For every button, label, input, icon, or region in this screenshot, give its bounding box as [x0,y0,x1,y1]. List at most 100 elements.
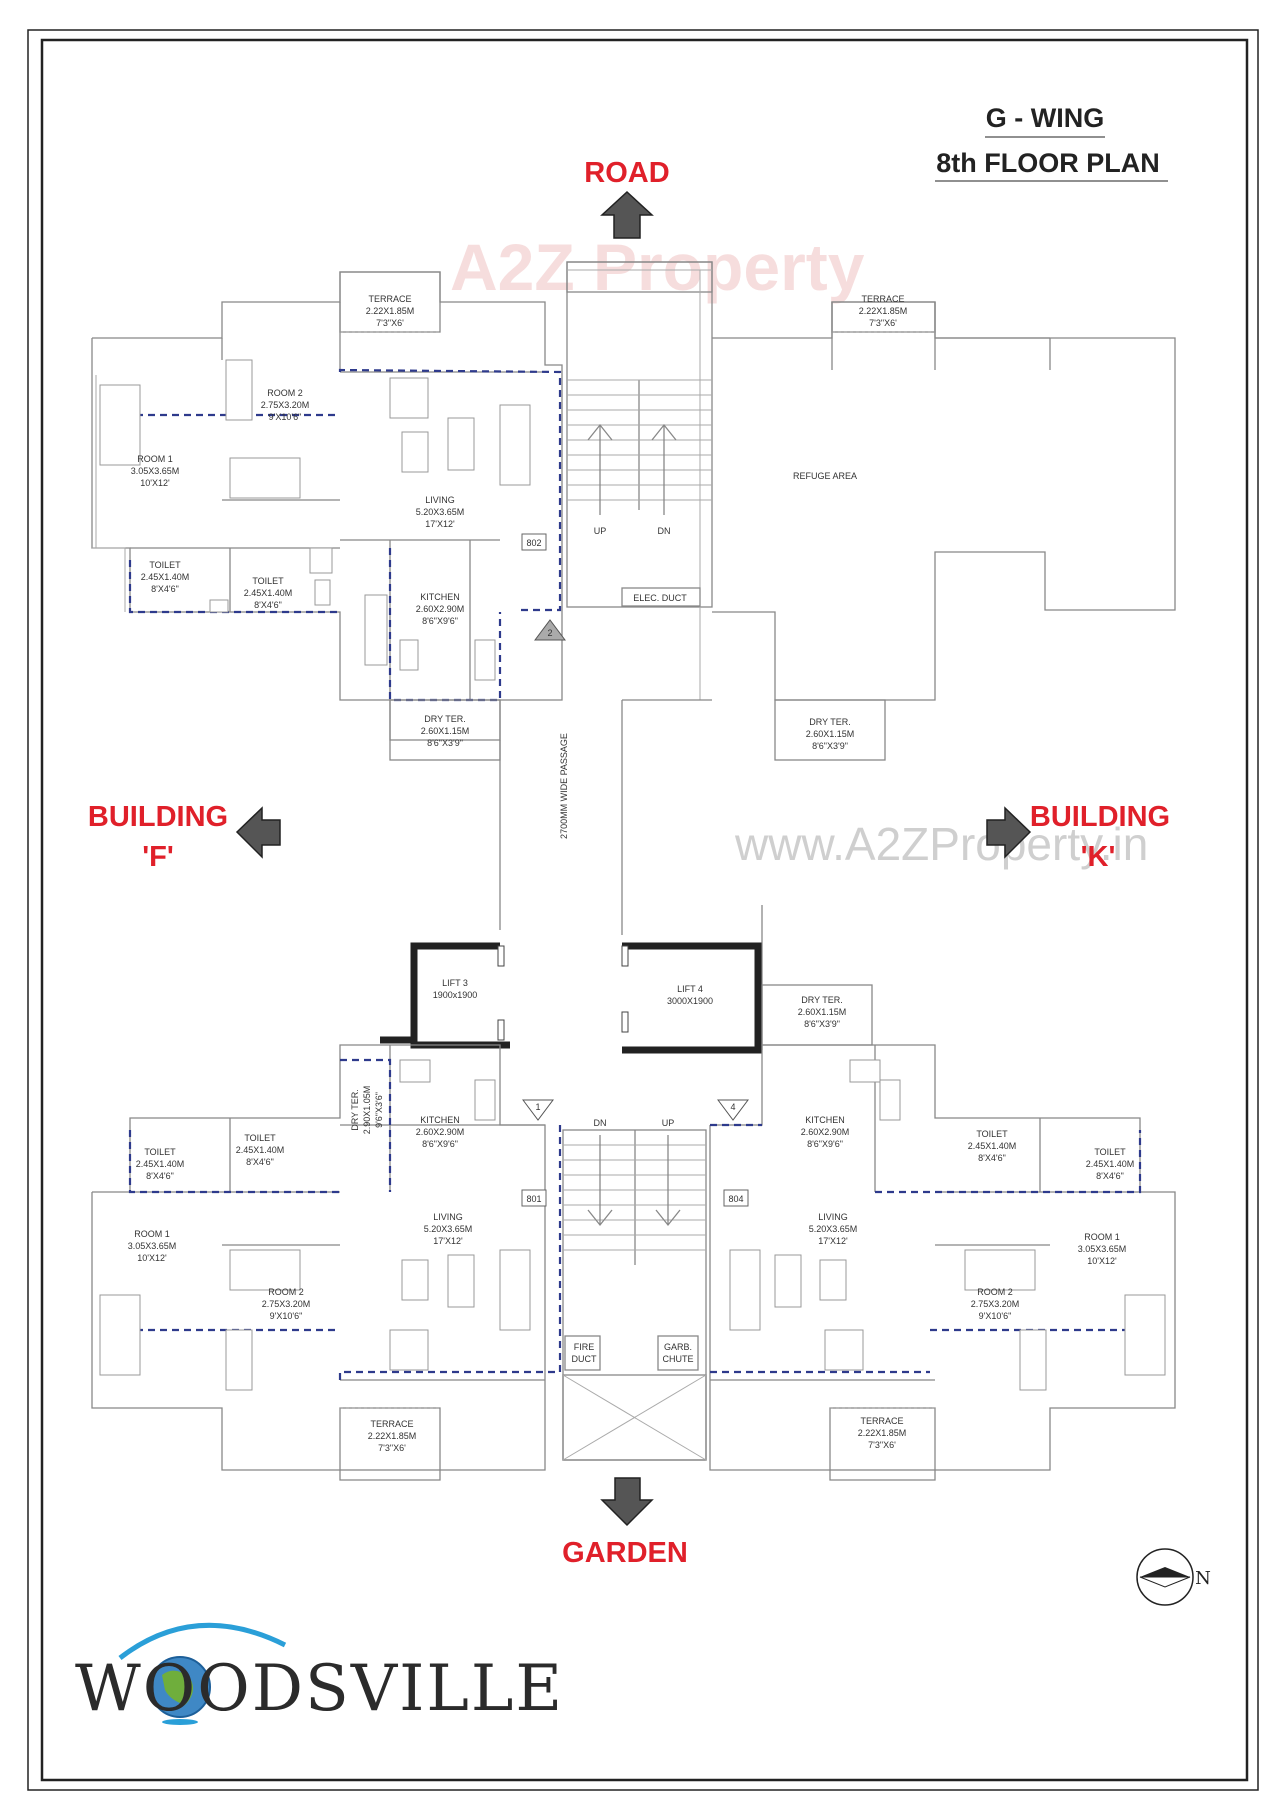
terrace-refuge-size-ft: 7'3"X6' [869,318,897,328]
kitchen-801-size-m: 2.60X2.90M [416,1127,465,1137]
toilet-802a-name: TOILET [149,560,181,570]
unit-801-tag: 1 [535,1102,540,1112]
north-compass-icon [1136,1548,1194,1606]
dry-ter-801-name: DRY TER. [350,1089,360,1131]
inner-border [40,38,1249,1782]
room1-802-size-ft: 10'X12' [140,478,170,488]
wing-title: G - WING [986,103,1104,133]
room2-804-size-m: 2.75X3.20M [971,1299,1020,1309]
toilet-802a-size-m: 2.45X1.40M [141,572,190,582]
garb-chute-label-1: GARB. [664,1342,692,1352]
room2-801-size-ft: 9'X10'6" [270,1311,303,1321]
living-804-size-m: 5.20X3.65M [809,1224,858,1234]
kitchen-801-size-ft: 8'6"X9'6" [422,1139,458,1149]
toilet-804a-name: TOILET [976,1129,1008,1139]
toilet-802b-size-ft: 8'X4'6" [254,600,282,610]
terrace-804-size-ft: 7'3"X6' [868,1440,896,1450]
room1-801-size-m: 3.05X3.65M [128,1241,177,1251]
toilet-801b-size-ft: 8'X4'6" [146,1171,174,1181]
unit-802-tag: 2 [547,628,552,638]
kitchen-804-size-m: 2.60X2.90M [801,1127,850,1137]
unit-802-labels: TERRACE 2.22X1.85M 7'3"X6' ROOM 2 2.75X3… [131,294,566,748]
dry-ter-802-size-m: 2.60X1.15M [421,726,470,736]
logo-swoosh-icon [118,1622,287,1660]
unit-801-plan [91,1044,562,1481]
lift3-size: 1900x1900 [433,990,478,1000]
unit-804-labels: DRY TER. 2.60X1.15M 8'6"X3'9" 4 KITCHEN … [717,995,1135,1450]
terrace-802-size-ft: 7'3"X6' [376,318,404,328]
dry-ter-802-size-ft: 8'6"X3'9" [427,738,463,748]
room1-802-size-m: 3.05X3.65M [131,466,180,476]
toilet-802b-size-m: 2.45X1.40M [244,588,293,598]
terrace-refuge-size-m: 2.22X1.85M [859,306,908,316]
toilet-804b-size-ft: 8'X4'6" [1096,1171,1124,1181]
toilet-801a-size-m: 2.45X1.40M [236,1145,285,1155]
building-k-label: BUILDING [1030,801,1170,833]
terrace-801-size-ft: 7'3"X6' [378,1443,406,1453]
terrace-801-size-m: 2.22X1.85M [368,1431,417,1441]
room2-801-name: ROOM 2 [268,1287,304,1297]
kitchen-804-size-ft: 8'6"X9'6" [807,1139,843,1149]
toilet-804b-name: TOILET [1094,1147,1126,1157]
room1-802-name: ROOM 1 [137,454,173,464]
bottom-stair-core: DN UP FIRE DUCT GARB. CHUTE [562,1118,707,1461]
floor-plan-title: 8th FLOOR PLAN [936,148,1160,178]
building-k-arrow-icon [986,806,1032,859]
living-802-size-m: 5.20X3.65M [416,507,465,517]
room1-804-size-m: 3.05X3.65M [1078,1244,1127,1254]
room2-802-name: ROOM 2 [267,388,303,398]
garb-chute-label-2: CHUTE [663,1354,694,1364]
toilet-804b-size-m: 2.45X1.40M [1086,1159,1135,1169]
toilet-802a-size-ft: 8'X4'6" [151,584,179,594]
dry-ter-801-size-ft: 9'6"X3'6" [374,1092,384,1128]
dry-ter-refuge-name: DRY TER. [809,717,851,727]
toilet-801a-size-ft: 8'X4'6" [246,1157,274,1167]
dry-ter-804-name: DRY TER. [801,995,843,1005]
room1-804-name: ROOM 1 [1084,1232,1120,1242]
toilet-801b-name: TOILET [144,1147,176,1157]
toilet-804a-size-ft: 8'X4'6" [978,1153,1006,1163]
top-stair-core: UP DN ELEC. DUCT [566,261,713,700]
refuge-area: TERRACE 2.22X1.85M 7'3"X6' REFUGE AREA D… [712,294,1176,761]
stair-bottom-up: UP [662,1118,675,1128]
kitchen-802-name: KITCHEN [420,592,460,602]
kitchen-804-name: KITCHEN [805,1115,845,1125]
living-804-size-ft: 17'X12' [818,1236,848,1246]
building-k-name: 'K' [1081,841,1116,873]
dry-ter-802-name: DRY TER. [424,714,466,724]
building-f-name: 'F' [142,841,174,873]
terrace-802-size-m: 2.22X1.85M [366,306,415,316]
dry-ter-refuge-size-ft: 8'6"X3'9" [812,741,848,751]
central-passage: 2700MM WIDE PASSAGE [499,699,763,1050]
unit-801-labels: DRY TER. 2.90X1.05M 9'6"X3'6" KITCHEN 2.… [128,1086,554,1453]
room2-804-name: ROOM 2 [977,1287,1013,1297]
terrace-801-name: TERRACE [370,1419,413,1429]
road-label: ROAD [584,157,669,189]
woodsville-logo [118,1622,287,1725]
room2-804-size-ft: 9'X10'6" [979,1311,1012,1321]
lift4-size: 3000X1900 [667,996,713,1006]
living-802-name: LIVING [425,495,455,505]
dry-ter-refuge-size-m: 2.60X1.15M [806,729,855,739]
terrace-804-size-m: 2.22X1.85M [858,1428,907,1438]
unit-802-number: 802 [526,538,541,548]
room2-802-size-m: 2.75X3.20M [261,400,310,410]
toilet-802b-name: TOILET [252,576,284,586]
room2-801-size-m: 2.75X3.20M [262,1299,311,1309]
kitchen-802-size-m: 2.60X2.90M [416,604,465,614]
building-f-arrow-icon [235,806,281,859]
unit-802-plan [91,271,563,761]
dry-ter-804-size-ft: 8'6"X3'9" [804,1019,840,1029]
url-watermark: www.A2ZProperty.in [734,818,1148,870]
terrace-804-name: TERRACE [860,1416,903,1426]
living-801-size-ft: 17'X12' [433,1236,463,1246]
living-801-size-m: 5.20X3.65M [424,1224,473,1234]
dry-ter-804-size-m: 2.60X1.15M [798,1007,847,1017]
toilet-804a-size-m: 2.45X1.40M [968,1141,1017,1151]
dry-ter-801-size-m: 2.90X1.05M [362,1086,372,1135]
building-f-label: BUILDING [88,801,228,833]
garden-arrow-icon [600,1477,654,1527]
stair-top-up: UP [594,526,607,536]
room1-804-size-ft: 10'X12' [1087,1256,1117,1266]
